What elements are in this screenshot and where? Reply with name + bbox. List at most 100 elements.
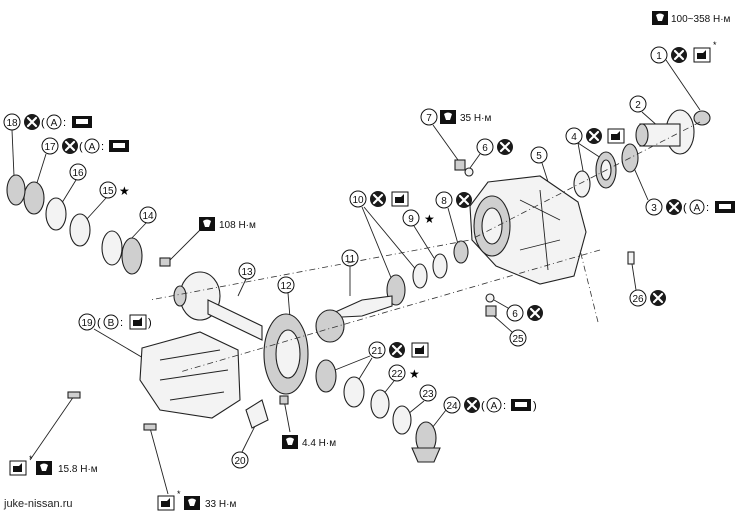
svg-text:3: 3: [651, 203, 657, 214]
callout-23: 23: [407, 384, 437, 415]
companion-flange: [635, 109, 695, 155]
drive-pinion: [315, 295, 393, 343]
non-reusable-icon: [22, 112, 42, 132]
non-reusable-icon: [454, 190, 474, 210]
svg-text:20: 20: [234, 456, 246, 467]
svg-text:23: 23: [422, 389, 434, 400]
grease-icon: [715, 201, 735, 213]
lube-code-b: B: [108, 318, 115, 329]
torque-wrench-icon: [282, 435, 298, 449]
torque-value-14: 108 Н·м: [219, 220, 256, 231]
svg-text::: :: [706, 202, 709, 214]
callout-19: 19 ( B : ): [78, 313, 152, 363]
callout-16: 16: [59, 163, 87, 207]
callout-20: 20: [231, 423, 257, 469]
callout-13: 13: [237, 262, 256, 297]
lubricate-icon: [9, 460, 27, 476]
gear-carrier-housing: [469, 175, 587, 285]
grease-icon: [72, 116, 92, 128]
gasket-6-lower: [485, 293, 495, 303]
side-bearing-21: [315, 359, 365, 408]
non-reusable-icon: [664, 197, 684, 217]
callout-17: 17 ( A :: [35, 136, 129, 187]
svg-text:6: 6: [482, 143, 488, 154]
asterisk-mark: *: [177, 489, 181, 499]
svg-text:10: 10: [352, 195, 364, 206]
non-reusable-icon: [584, 126, 604, 146]
callout-9: 9 ★: [402, 209, 435, 259]
torque-value-20: 4.4 Н·м: [302, 438, 336, 449]
ring-gear: [263, 313, 309, 395]
torque-value-19: 15.8 Н·м: [58, 464, 98, 475]
svg-text:18: 18: [6, 118, 18, 129]
torque-wrench-icon: [36, 461, 52, 475]
bearing-14: [101, 230, 143, 275]
non-reusable-icon: [669, 45, 689, 65]
svg-text:(: (: [683, 202, 687, 214]
asterisk-mark: *: [29, 454, 33, 464]
star-mark: ★: [119, 184, 130, 198]
lubricate-icon: [157, 495, 175, 511]
svg-text:5: 5: [536, 151, 542, 162]
star-mark: ★: [424, 212, 435, 226]
bracket-20: [245, 399, 269, 429]
non-reusable-icon: [525, 303, 545, 323]
svg-text:1: 1: [656, 51, 662, 62]
star-mark: ★: [409, 367, 420, 381]
torque-wrench-icon: [440, 110, 456, 124]
lubricate-icon: [391, 191, 409, 207]
svg-text:15: 15: [102, 186, 114, 197]
svg-text::: :: [503, 400, 506, 412]
torque-spec-1: 100~358 Н·м: [652, 11, 731, 25]
pin-26: [627, 251, 635, 265]
non-reusable-icon: [368, 189, 388, 209]
callout-2: 2: [629, 95, 661, 129]
torque-value-7: 35 Н·м: [460, 113, 491, 124]
callout-4: 4: [565, 126, 625, 177]
bearing-race-4: [573, 170, 591, 198]
svg-text:4: 4: [571, 132, 577, 143]
callout-21: 21: [329, 340, 429, 385]
svg-text:): ): [148, 317, 152, 329]
torque-value-1: 100~358 Н·м: [671, 14, 731, 25]
washer-16: [45, 197, 67, 231]
svg-text:17: 17: [44, 142, 56, 153]
flange-nut: [693, 110, 711, 126]
svg-text:8: 8: [441, 196, 447, 207]
callout-6-upper: 6: [469, 137, 515, 169]
grease-icon: [109, 140, 129, 152]
svg-text:22: 22: [391, 369, 403, 380]
watermark: juke-nissan.ru: [4, 498, 73, 510]
pinion-rear-bearing-race: [453, 240, 469, 264]
oil-seal-17: [23, 181, 45, 215]
non-reusable-icon: [462, 395, 482, 415]
shim-22: [370, 389, 390, 419]
seal-installer-icon: [411, 447, 441, 463]
svg-text::: :: [101, 141, 104, 153]
callout-1: 1 *: [650, 40, 717, 111]
svg-text:12: 12: [280, 281, 292, 292]
torque-value-bottom: 33 Н·м: [205, 499, 236, 510]
torque-spec-19-bolt: * 15.8 Н·м: [9, 391, 98, 476]
svg-text:25: 25: [512, 334, 524, 345]
svg-text:): ): [533, 400, 537, 412]
non-reusable-icon: [60, 136, 80, 156]
grease-icon: [511, 399, 531, 411]
callout-24: 24 ( A : ): [431, 395, 537, 429]
svg-text:13: 13: [241, 267, 253, 278]
side-shaft: [173, 271, 263, 341]
svg-text:(: (: [97, 317, 101, 329]
sealant-icon: [129, 314, 147, 330]
callout-18: 18 ( A :: [3, 112, 92, 177]
torque-spec-bottom: * 33 Н·м: [143, 423, 236, 511]
callout-26: 26: [629, 263, 668, 308]
torque-wrench-icon: [199, 217, 215, 231]
svg-text:16: 16: [72, 168, 84, 179]
non-reusable-icon: [495, 137, 515, 157]
svg-text:2: 2: [635, 100, 641, 111]
svg-text::: :: [120, 317, 123, 329]
callout-7: 7 35 Н·м: [420, 108, 491, 161]
svg-text:21: 21: [371, 346, 383, 357]
shim-15: [69, 213, 91, 247]
callout-10: 10: [349, 189, 419, 281]
